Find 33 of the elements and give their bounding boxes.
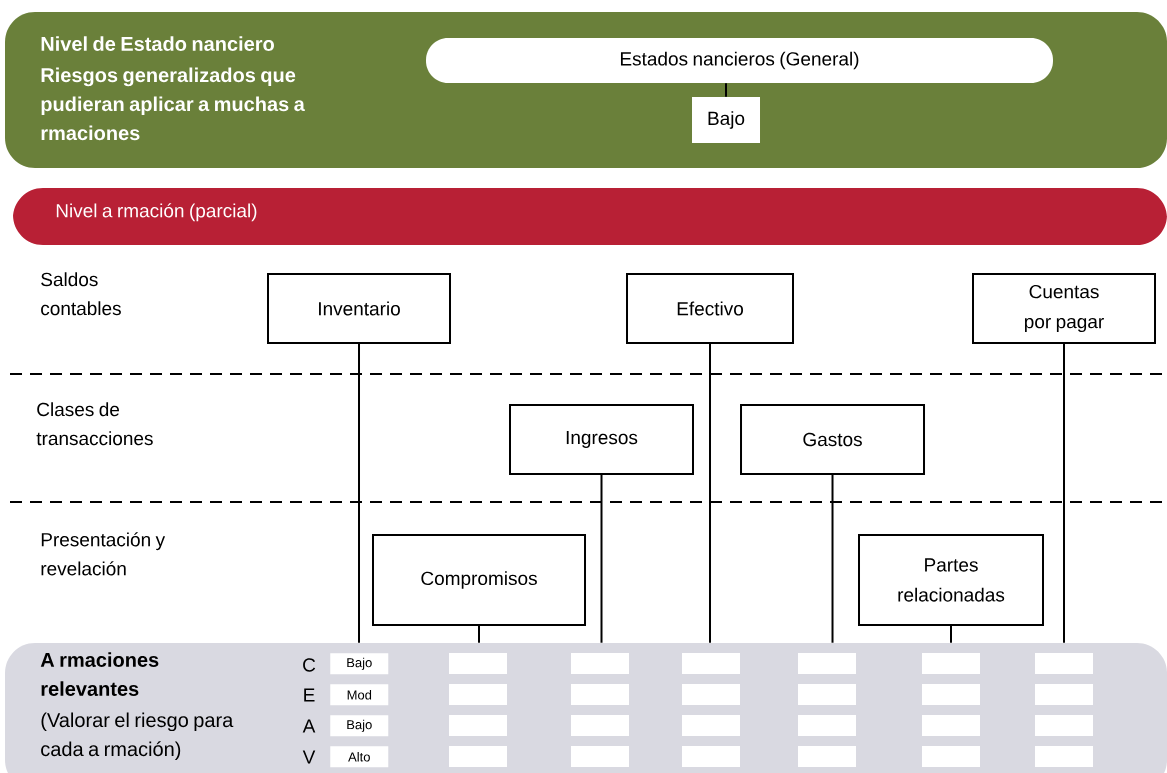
rating-cell: Mod <box>330 684 389 706</box>
assertion-letter: E <box>304 688 315 702</box>
connector-line <box>1063 343 1065 644</box>
rating-cell: Alto <box>330 746 389 768</box>
account-box: Compromisos <box>372 534 586 626</box>
rating-cell: Bajo <box>330 715 389 737</box>
account-box: Gastos <box>740 404 925 475</box>
connector-line <box>709 343 711 644</box>
account-box: Inventario <box>267 273 451 344</box>
row-label: Clases de transacciones <box>36 402 153 446</box>
assertion-letter: V <box>302 750 316 764</box>
account-box: Cuentas por pagar <box>972 273 1156 344</box>
account-box: Ingresos <box>509 404 694 475</box>
assertion-letter: A <box>302 719 316 733</box>
connector-line <box>950 625 952 644</box>
band-description: Riesgos generalizados que pudieran aplicar a muchas a rmaciones <box>41 67 305 141</box>
connector-line <box>358 343 360 644</box>
rating-cell: Bajo <box>330 653 389 675</box>
account-box: Partes relacionadas <box>858 534 1044 626</box>
row-label: Saldos contables <box>41 272 121 316</box>
connector-line <box>831 474 834 644</box>
assertion-letter: C <box>303 658 316 672</box>
connector-line <box>478 625 480 644</box>
connector-line <box>600 474 603 644</box>
band-description: (Valorar el riesgo para cada a rmación) <box>41 712 234 761</box>
rating-box: Bajo <box>692 97 760 143</box>
account-box: Efectivo <box>626 273 794 344</box>
pill-box: Estados nancieros (General) <box>426 38 1053 83</box>
band-heading: Nivel de Estado nanciero <box>41 36 274 51</box>
band-heading: Nivel a rmación (parcial) <box>56 203 257 222</box>
connector-line <box>725 82 727 98</box>
band-heading: A rmaciones relevantes <box>40 652 159 696</box>
row-label: Presentación y revelación <box>41 532 166 576</box>
